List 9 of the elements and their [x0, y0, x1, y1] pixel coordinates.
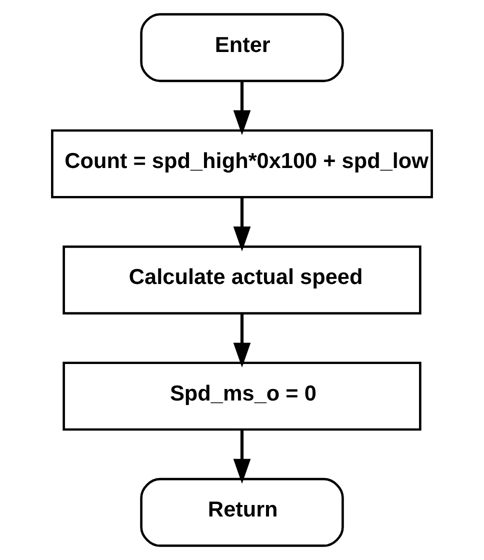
arrow	[233, 314, 251, 368]
arrow	[233, 197, 251, 252]
arrow	[233, 430, 251, 484]
node-box: Enter	[140, 13, 344, 82]
arrow	[233, 81, 251, 136]
node-box: Return	[140, 478, 344, 547]
node-box: Spd_ms_o = 0	[62, 362, 422, 431]
node-box: Calculate actual speed	[62, 246, 422, 314]
node-box: Count = spd_high*0x100 + spd_low	[51, 129, 433, 198]
